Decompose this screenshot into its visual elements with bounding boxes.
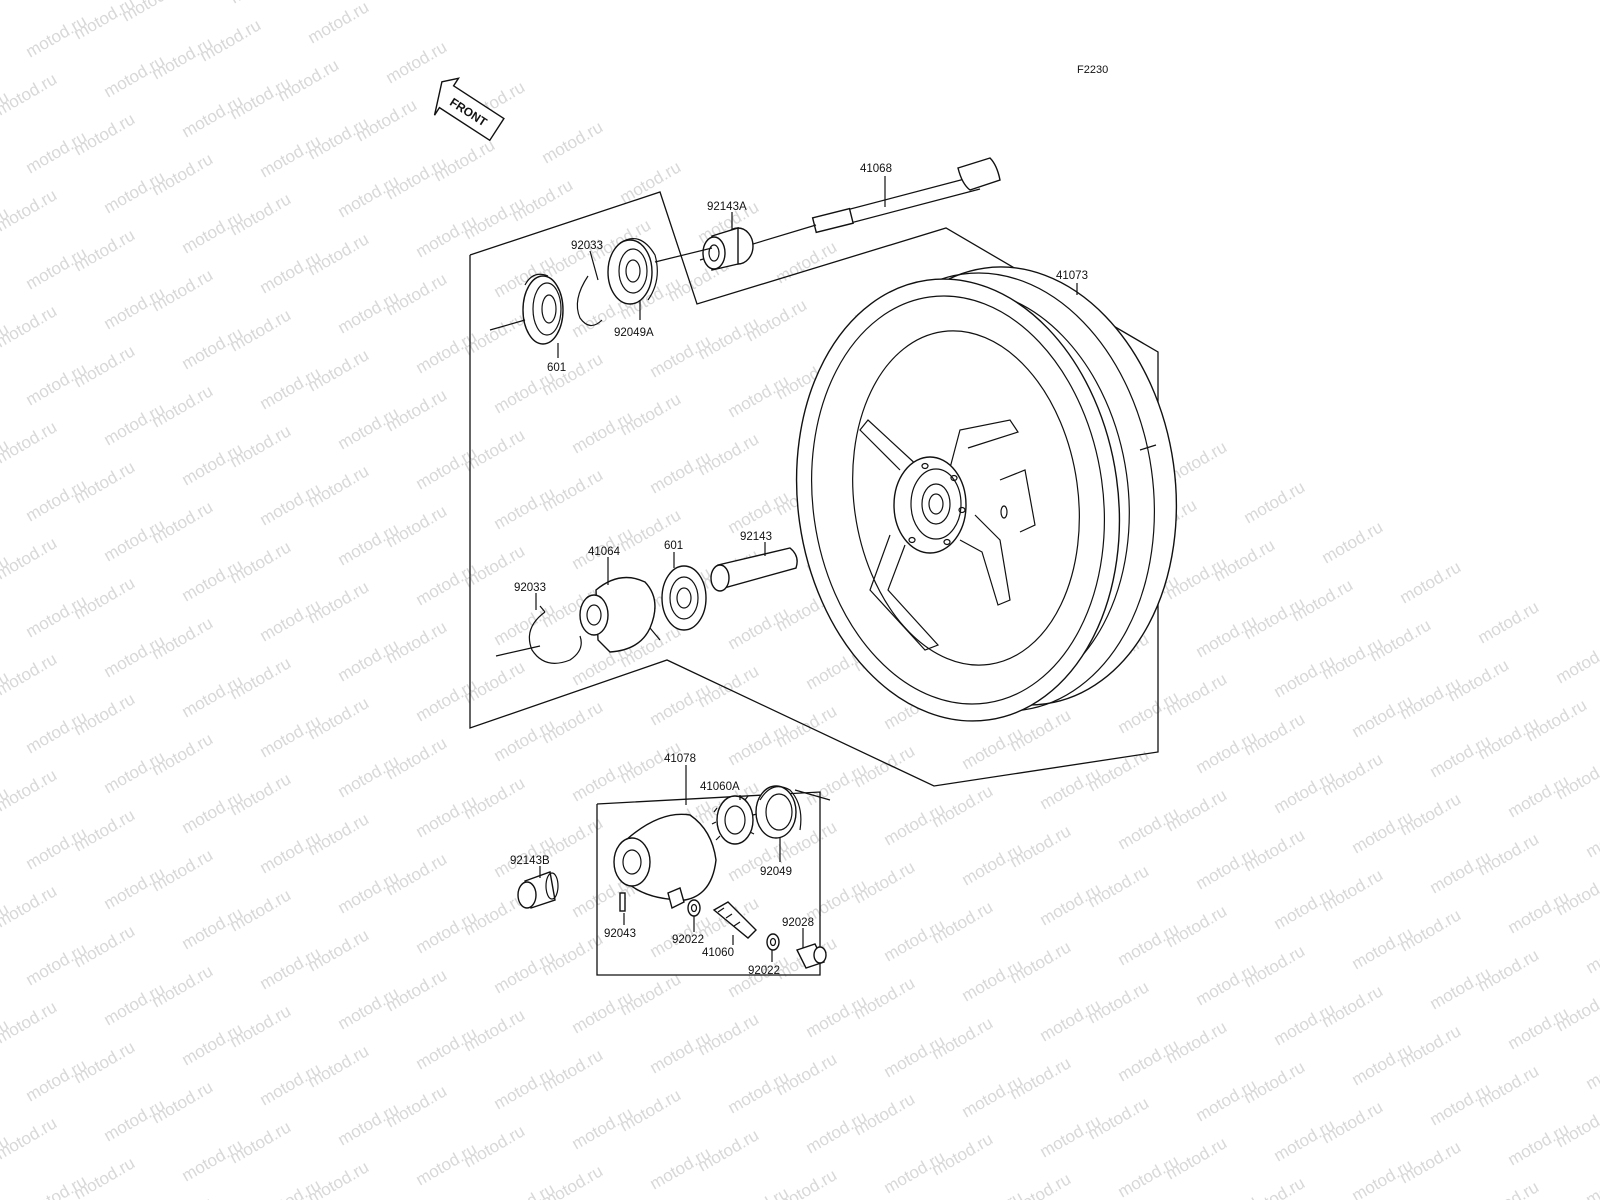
watermark-text: motod.ru <box>773 237 841 287</box>
washer-92022-left <box>687 899 701 917</box>
label-41060A: 41060A <box>700 781 740 793</box>
watermark-text: motod.ru <box>1475 1177 1543 1200</box>
watermark-text: motod.ru <box>0 417 60 467</box>
watermark-text: motod.ru <box>1475 597 1543 647</box>
bearing-601-upper <box>522 273 564 345</box>
watermark-text: motod.ru <box>725 1183 793 1200</box>
watermark-text: motod.ru <box>0 0 60 3</box>
label-41064: 41064 <box>588 546 621 558</box>
watermark-text: motod.ru <box>305 0 373 47</box>
watermark-text: motod.ru <box>1319 517 1387 567</box>
circlip-92033-middle <box>528 605 582 664</box>
watermark-text: motod.ru <box>383 37 451 87</box>
oil-seal-92049A <box>607 237 658 305</box>
watermark-text: motod.ru <box>0 69 60 119</box>
watermark-text: motod.ru <box>1583 1159 1600 1200</box>
bushing-92028 <box>796 943 827 969</box>
watermark-text: motod.ru <box>1397 557 1465 607</box>
watermark-text: motod.ru <box>1349 1155 1417 1200</box>
watermark-text: motod.ru <box>0 1113 60 1163</box>
watermark-text: motod.ru <box>0 649 60 699</box>
watermark-text: motod.ru <box>1583 1043 1600 1093</box>
watermark-text: motod.ru <box>0 533 60 583</box>
watermark-text: motod.ru <box>0 765 60 815</box>
label-92143B: 92143B <box>510 855 550 867</box>
label-41068: 41068 <box>860 163 892 175</box>
label-92143A: 92143A <box>707 201 747 213</box>
watermark-text: motod.ru <box>1193 1191 1261 1200</box>
spacer-92143 <box>710 547 798 592</box>
figure-code: F2230 <box>1077 64 1108 76</box>
leader-lines <box>535 176 1078 962</box>
watermark-text: motod.ru <box>959 1187 1027 1200</box>
watermark-text: motod.ru <box>149 1193 217 1200</box>
drive-gear-41060A <box>711 795 758 845</box>
watermark-text: motod.ru <box>1553 637 1600 687</box>
watermark-text: motod.ru <box>491 1179 559 1200</box>
label-92028: 92028 <box>782 917 814 929</box>
watermark-text: motod.ru <box>539 117 607 167</box>
watermark-text: motod.ru <box>1583 927 1600 977</box>
label-92049A: 92049A <box>614 327 654 339</box>
label-92033-upper: 92033 <box>571 240 603 252</box>
label-92022-left: 92022 <box>672 934 704 946</box>
watermark-text: motod.ru <box>0 881 60 931</box>
label-41060: 41060 <box>702 947 734 959</box>
label-92033-middle: 92033 <box>514 582 546 594</box>
label-92043: 92043 <box>604 928 636 940</box>
speedometer-housing-41078 <box>613 813 717 910</box>
label-92022-right: 92022 <box>748 965 780 977</box>
pin-92043 <box>619 892 626 912</box>
collar-92143A <box>702 227 754 271</box>
watermark-text: motod.ru <box>257 1175 325 1200</box>
watermark-text: motod.ru <box>1241 477 1309 527</box>
watermark-text: motod.ru <box>1583 811 1600 861</box>
watermark-text: motod.ru <box>0 997 60 1047</box>
front-wheel-41073 <box>795 266 1178 722</box>
pinion-gear-41060 <box>712 901 757 939</box>
collar-92143B <box>517 871 559 909</box>
label-92049: 92049 <box>760 866 792 878</box>
label-601-middle: 601 <box>664 540 683 552</box>
label-601-upper: 601 <box>547 362 566 374</box>
watermark-text: motod.ru <box>617 157 685 207</box>
watermark-text: motod.ru <box>227 0 295 7</box>
oil-seal-92049 <box>755 785 802 839</box>
watermark-text: motod.ru <box>0 185 60 235</box>
watermark-text: motod.ru <box>0 301 60 351</box>
speedometer-ring-41064 <box>579 576 661 653</box>
bearing-601-middle <box>661 565 707 631</box>
washer-92022-right <box>766 933 780 951</box>
part-labels: 41068 92143A 92033 92049A 601 41073 4106… <box>510 163 1088 977</box>
label-92143: 92143 <box>740 531 772 543</box>
circlip-92033-upper <box>576 275 603 327</box>
label-41078: 41078 <box>664 753 696 765</box>
label-41073: 41073 <box>1056 270 1088 282</box>
